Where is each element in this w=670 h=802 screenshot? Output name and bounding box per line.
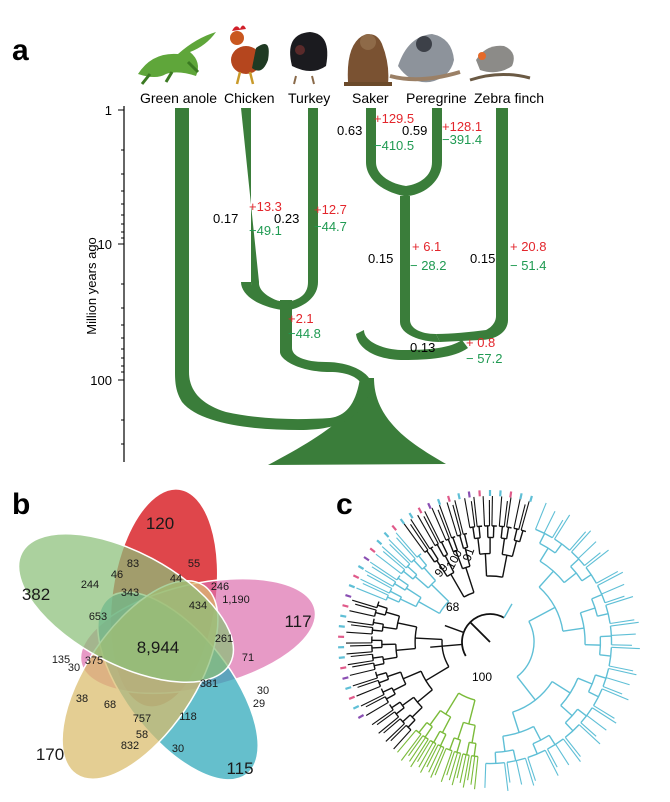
rate-label: 0.59 — [402, 123, 427, 138]
species-label: Chicken — [224, 90, 275, 106]
gain-labels: +129.5 +128.1 +13.3 +12.7 + 6.1 + 20.8 +… — [249, 111, 547, 350]
venn-region-count: 381 — [200, 678, 218, 690]
loss-label: −410.5 — [374, 138, 414, 153]
bootstrap-label: 100 — [472, 670, 492, 684]
gain-label: +129.5 — [374, 111, 414, 126]
loss-label: −391.4 — [442, 132, 482, 147]
gain-label: + 6.1 — [412, 239, 441, 254]
chicken-icon — [230, 25, 269, 85]
loss-label: −44.7 — [314, 219, 347, 234]
venn-outer-count: 117 — [284, 612, 311, 631]
bootstrap-label: 68 — [446, 600, 460, 614]
venn-ellipse-green — [17, 532, 235, 684]
gain-label: +2.1 — [288, 311, 314, 326]
venn-region-count: 832 — [121, 740, 139, 752]
species-tree — [175, 108, 508, 465]
rate-label: 0.15 — [470, 251, 495, 266]
loss-labels: −410.5 −391.4 −49.1 −44.7 − 28.2 − 51.4 … — [249, 132, 547, 366]
rate-labels: 0.63 0.59 0.17 0.23 0.15 0.15 0.13 — [213, 123, 495, 355]
venn-region-count: 44 — [170, 573, 182, 585]
saker-icon — [344, 34, 392, 86]
species-labels: Green anole Chicken Turkey Saker Peregri… — [140, 90, 544, 106]
loss-label: −44.8 — [288, 326, 321, 341]
animal-illustrations — [138, 25, 531, 86]
venn-region-count: 30 — [257, 685, 269, 697]
axis-title: Million years ago — [84, 237, 99, 335]
venn-region-count: 343 — [121, 587, 139, 599]
venn-region-count: 246 — [211, 581, 229, 593]
bootstrap-label: 91 — [460, 545, 478, 563]
green-anole-icon — [138, 32, 216, 85]
venn-region-count: 58 — [136, 729, 148, 741]
gain-label: +128.1 — [442, 119, 482, 134]
loss-label: − 57.2 — [466, 351, 503, 366]
time-axis: 1 10 100 Million years ago — [84, 103, 125, 462]
loss-label: − 51.4 — [510, 258, 547, 273]
species-label: Saker — [352, 90, 389, 106]
venn-region-count: 30 — [172, 743, 184, 755]
rate-label: 0.13 — [410, 340, 435, 355]
rate-label: 0.63 — [337, 123, 362, 138]
axis-tick-label: 100 — [90, 373, 112, 388]
venn-outer-count: 120 — [146, 514, 174, 533]
gain-label: +13.3 — [249, 199, 282, 214]
venn-outer-count: 170 — [36, 745, 64, 764]
venn-region-count: 1,190 — [222, 594, 250, 606]
venn-region-count: 261 — [215, 633, 233, 645]
panel-letter-a: a — [12, 34, 29, 67]
venn-region-count: 83 — [127, 558, 139, 570]
turkey-icon — [290, 32, 328, 85]
venn-region-count: 46 — [111, 569, 123, 581]
peregrine-icon — [389, 34, 461, 83]
gain-label: +12.7 — [314, 202, 347, 217]
venn-region-count: 375 — [85, 655, 103, 667]
venn-region-count: 653 — [89, 611, 107, 623]
venn-region-count: 55 — [188, 558, 200, 570]
venn-region-count: 29 — [253, 698, 265, 710]
zebra-finch-icon — [469, 45, 531, 82]
venn-diagram: 120 117 115 170 382 8,944 55 83 46 44 24… — [17, 488, 317, 781]
venn-center-count: 8,944 — [137, 638, 180, 657]
venn-outer-count: 115 — [226, 759, 253, 778]
species-label: Turkey — [288, 90, 330, 106]
venn-region-count: 135 — [52, 654, 70, 666]
venn-region-count: 434 — [189, 600, 207, 612]
species-label: Green anole — [140, 90, 217, 106]
venn-region-count: 71 — [242, 652, 254, 664]
species-label: Peregrine — [406, 90, 467, 106]
rate-label: 0.17 — [213, 211, 238, 226]
panel-letter-b: b — [12, 488, 30, 521]
venn-region-count: 757 — [133, 713, 151, 725]
rate-label: 0.23 — [274, 211, 299, 226]
venn-region-count: 68 — [104, 699, 116, 711]
species-label: Zebra finch — [474, 90, 544, 106]
gain-label: + 0.8 — [466, 335, 495, 350]
panel-letter-c: c — [336, 488, 353, 521]
venn-region-count: 244 — [81, 579, 99, 591]
venn-outer-count: 382 — [22, 585, 50, 604]
venn-region-count: 38 — [76, 693, 88, 705]
gain-label: + 20.8 — [510, 239, 547, 254]
venn-region-count: 118 — [179, 711, 197, 723]
rate-label: 0.15 — [368, 251, 393, 266]
venn-region-count: 30 — [68, 662, 80, 674]
gene-tree: 91 100 99 68 100 — [338, 490, 640, 791]
axis-tick-label: 10 — [98, 237, 112, 252]
gene-tree-branches — [338, 490, 640, 791]
axis-tick-label: 1 — [105, 103, 112, 118]
loss-label: − 28.2 — [410, 258, 447, 273]
loss-label: −49.1 — [249, 223, 282, 238]
